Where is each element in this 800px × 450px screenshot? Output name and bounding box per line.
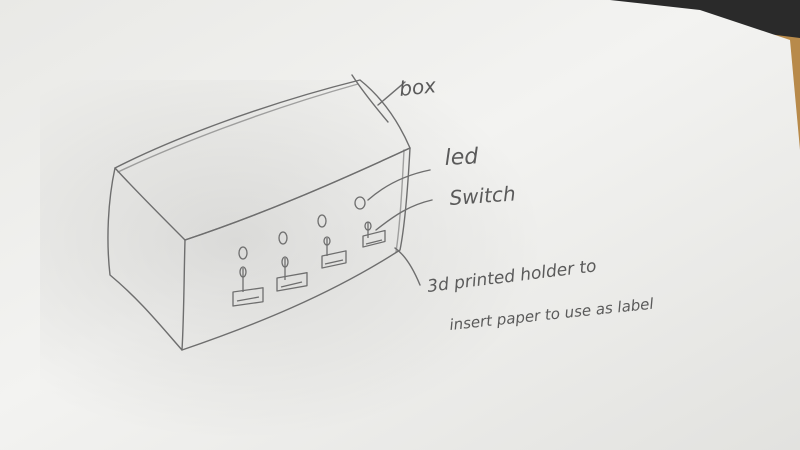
label-led: led (444, 144, 480, 171)
label-box: box (398, 73, 437, 101)
paper-shadow (40, 80, 600, 440)
label-switch: Switch (449, 181, 517, 210)
